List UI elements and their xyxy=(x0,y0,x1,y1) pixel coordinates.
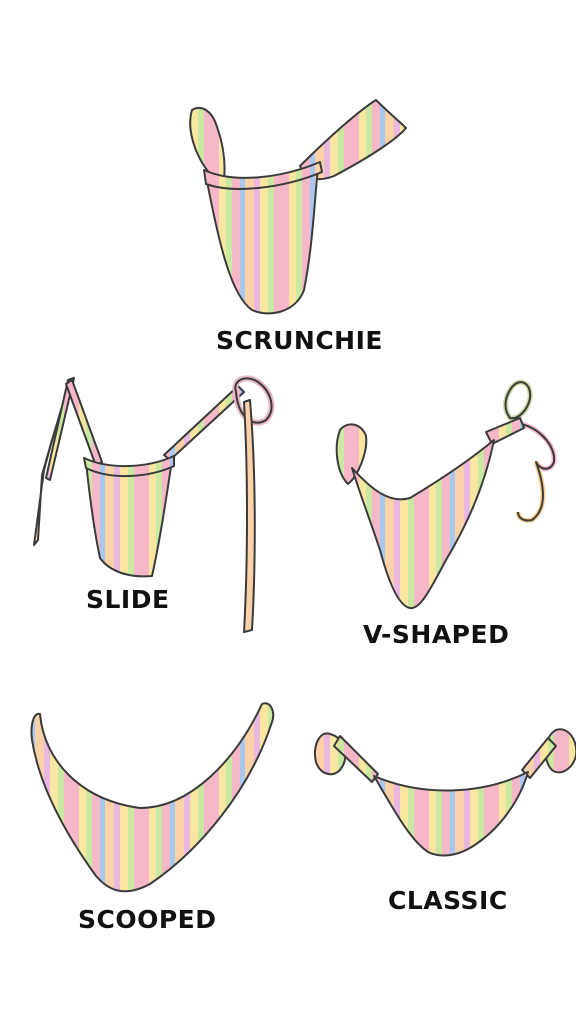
scooped-bottom-drawing xyxy=(30,702,275,893)
v-shaped-bottom-drawing xyxy=(335,379,557,610)
slide-bottom-drawing xyxy=(33,375,275,633)
v-shaped-label: V-SHAPED xyxy=(363,620,510,649)
scrunchie-label: SCRUNCHIE xyxy=(216,326,383,355)
slide-label: SLIDE xyxy=(86,585,170,614)
scooped-label: SCOOPED xyxy=(78,905,217,934)
scrunchie-bottom-drawing xyxy=(189,99,407,315)
classic-label: CLASSIC xyxy=(388,886,508,915)
classic-bottom-drawing xyxy=(314,728,576,857)
